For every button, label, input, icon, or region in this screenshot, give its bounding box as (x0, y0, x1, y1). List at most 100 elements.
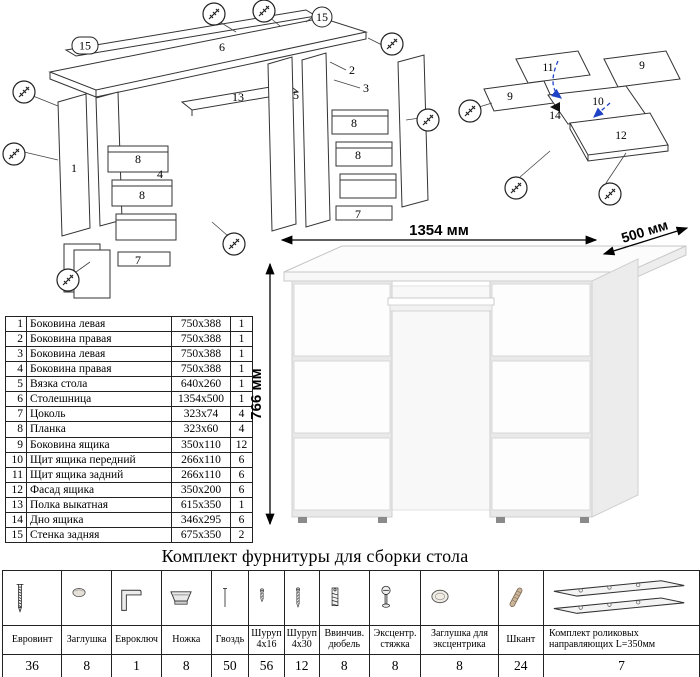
hardware-name: Заглушка для эксцентрика (420, 625, 499, 655)
part-number: 6 (5, 391, 27, 408)
part-size: 750x388 (171, 361, 231, 378)
part-qty: 6 (230, 481, 253, 498)
part-size: 750x388 (171, 315, 231, 333)
hardware-icon-cell (420, 570, 499, 626)
hardware-qty: 8 (61, 654, 113, 677)
cam-cap-icon (431, 589, 450, 604)
hardware-qty: 50 (210, 654, 250, 677)
insert-arrow-icon (550, 102, 560, 112)
screw-4x16-icon (260, 588, 265, 603)
part-name: Планка (26, 421, 172, 438)
part-number: 13 (5, 496, 27, 513)
part-number: 11 (5, 466, 27, 483)
hardware-name: Гвоздь (210, 625, 250, 655)
desk-drawing (283, 245, 687, 523)
drawer-front (293, 283, 391, 357)
part-label-15: 15 (79, 39, 91, 53)
screw-callout-icon (458, 99, 482, 123)
part-size: 640x260 (171, 376, 231, 393)
hardware-icon-cell (318, 570, 370, 626)
part-name: Боковина правая (26, 331, 172, 348)
hardware-qty: 12 (283, 654, 320, 677)
hardware-qty: 8 (161, 654, 212, 677)
foot-icon (170, 591, 192, 605)
hardware-icons-row (1, 570, 700, 626)
part-size: 323x60 (171, 421, 231, 438)
hardware-name: Евроключ (111, 625, 162, 655)
part-number: 5 (5, 376, 27, 393)
part-label-7: 7 (135, 253, 141, 267)
hardware-icon-cell (497, 570, 545, 626)
part-label-14: 14 (549, 110, 561, 122)
hardware-name: Евровинт (1, 625, 63, 655)
hardware-name: Шуруп 4x16 (248, 625, 285, 655)
part-number: 14 (5, 511, 27, 528)
hardware-icon-cell (111, 570, 162, 626)
part-number-labels: 15 6 15 1 8 4 8 7 13 5 2 3 8 8 7 (71, 6, 369, 267)
screw-callout-icon (12, 80, 36, 104)
drawer-front (293, 360, 391, 434)
part-label-11: 11 (542, 62, 553, 74)
hardware-icon-cell (543, 570, 700, 626)
hardware-qty: 56 (248, 654, 285, 677)
hardware-name: Комплект роликовых направляющих L=350мм (543, 625, 700, 655)
exploded-desk-diagram: 15 6 15 1 8 4 8 7 13 5 2 3 8 8 7 (2, 0, 440, 299)
part-label-5: 5 (293, 88, 299, 102)
part-size: 346x295 (171, 511, 231, 528)
part-label-1: 1 (71, 161, 77, 175)
part-label-3: 3 (363, 81, 369, 95)
part-qty: 1 (230, 361, 253, 378)
depth-dimension-label: 500 мм (619, 222, 670, 246)
exploded-desk-parts (48, 9, 429, 299)
dimension-lines (265, 226, 689, 526)
part-size: 1354x500 (171, 391, 231, 408)
part-qty: 4 (230, 406, 253, 423)
part-label-8: 8 (351, 116, 357, 130)
screw-callout-icon (380, 32, 404, 56)
part-number: 15 (5, 526, 27, 543)
drawer-front (491, 283, 591, 357)
part-number: 3 (5, 346, 27, 363)
hardware-icon-cell (368, 570, 422, 626)
desk-side-panel (591, 258, 639, 518)
hardware-icon-cell (61, 570, 113, 626)
leader-lines (478, 102, 627, 184)
hardware-table: Евровинт Заглушка Евроключ Ножка Гвоздь … (1, 570, 700, 677)
hardware-icon-cell (283, 570, 320, 626)
screw-callout-icon (504, 176, 528, 200)
hardware-name: Шуруп 4x30 (283, 625, 320, 655)
screw-4x30-icon (295, 587, 300, 608)
cap-icon (72, 588, 86, 598)
part-name: Боковина левая (26, 315, 172, 333)
drawer-front (293, 437, 391, 511)
part-name: Боковина правая (26, 361, 172, 378)
hardware-kit-title: Комплект фурнитуры для сборки стола (161, 546, 469, 566)
hardware-qty: 8 (318, 654, 370, 677)
height-dimension-label: 766 мм (248, 368, 265, 419)
dowel-screw-icon (331, 587, 339, 607)
assembly-direction-arrows (551, 60, 611, 118)
hardware-name: Эксцентр. стяжка (368, 625, 422, 655)
part-number: 10 (5, 451, 27, 468)
hardware-icon-cell (1, 570, 63, 626)
part-name: Полка выкатная (26, 496, 172, 513)
part-name: Боковина ящика (26, 436, 172, 453)
drawer-parts (483, 50, 681, 162)
part-label-13: 13 (232, 90, 244, 104)
part-number: 1 (5, 315, 27, 333)
confirmat-screw-icon (16, 583, 24, 613)
hardware-qty: 24 (497, 654, 545, 677)
part-number: 7 (5, 406, 27, 423)
part-size: 750x388 (171, 346, 231, 363)
screw-callout-icon (2, 142, 26, 166)
